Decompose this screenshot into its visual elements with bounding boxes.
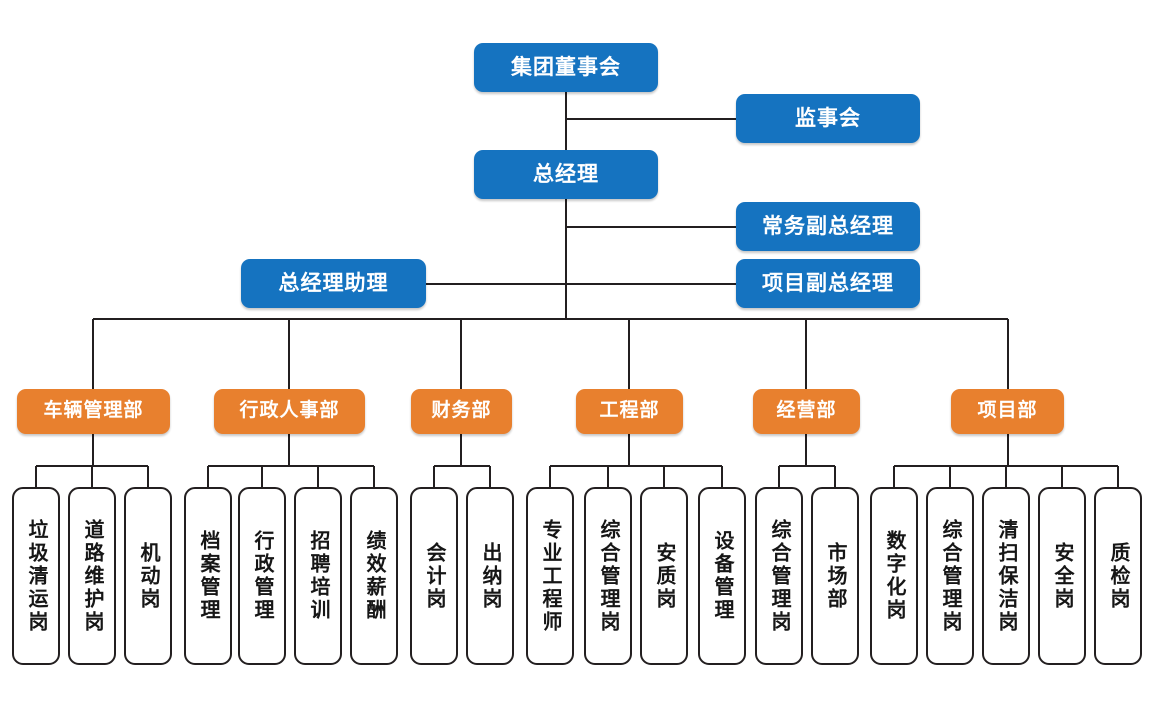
position-label: 档案管理 [197, 530, 219, 622]
position-label: 市场部 [824, 541, 846, 611]
node-position-6-2[interactable]: 综合管理岗 [926, 487, 974, 665]
node-position-4-1[interactable]: 专业工程师 [526, 487, 574, 665]
node-position-6-3[interactable]: 清扫保洁岗 [982, 487, 1030, 665]
node-position-4-2[interactable]: 综合管理岗 [584, 487, 632, 665]
node-department-4[interactable]: 工程部 [576, 389, 683, 434]
node-position-6-1[interactable]: 数字化岗 [870, 487, 918, 665]
position-label: 质检岗 [1107, 541, 1129, 611]
node-position-1-1[interactable]: 垃圾清运岗 [12, 487, 60, 665]
position-label: 综合管理岗 [768, 518, 790, 634]
node-position-1-2[interactable]: 道路维护岗 [68, 487, 116, 665]
position-label: 机动岗 [137, 541, 159, 611]
position-label: 安质岗 [653, 541, 675, 611]
position-label: 出纳岗 [479, 541, 501, 611]
node-position-6-5[interactable]: 质检岗 [1094, 487, 1142, 665]
node-department-5[interactable]: 经营部 [753, 389, 860, 434]
position-label: 会计岗 [423, 541, 445, 611]
node-project-deputy-general-manager[interactable]: 项目副总经理 [736, 259, 920, 308]
position-label: 专业工程师 [539, 518, 561, 634]
node-executive-deputy-general-manager[interactable]: 常务副总经理 [736, 202, 920, 251]
position-label: 综合管理岗 [597, 518, 619, 634]
position-label: 数字化岗 [883, 530, 905, 622]
node-department-3[interactable]: 财务部 [411, 389, 512, 434]
node-supervisory-board[interactable]: 监事会 [736, 94, 920, 143]
node-position-2-1[interactable]: 档案管理 [184, 487, 232, 665]
node-position-4-4[interactable]: 设备管理 [698, 487, 746, 665]
node-general-manager-assistant[interactable]: 总经理助理 [241, 259, 426, 308]
node-position-5-2[interactable]: 市场部 [811, 487, 859, 665]
position-label: 设备管理 [711, 530, 733, 622]
node-position-3-1[interactable]: 会计岗 [410, 487, 458, 665]
node-position-2-3[interactable]: 招聘培训 [294, 487, 342, 665]
node-department-2[interactable]: 行政人事部 [214, 389, 365, 434]
position-label: 道路维护岗 [81, 518, 103, 634]
node-department-6[interactable]: 项目部 [951, 389, 1064, 434]
position-label: 垃圾清运岗 [25, 518, 47, 634]
position-label: 招聘培训 [307, 530, 329, 622]
position-label: 综合管理岗 [939, 518, 961, 634]
node-board-of-directors[interactable]: 集团董事会 [474, 43, 658, 92]
node-position-5-1[interactable]: 综合管理岗 [755, 487, 803, 665]
node-general-manager[interactable]: 总经理 [474, 150, 658, 199]
position-label: 绩效薪酬 [363, 530, 385, 622]
position-label: 清扫保洁岗 [995, 518, 1017, 634]
position-label: 安全岗 [1051, 541, 1073, 611]
position-label: 行政管理 [251, 530, 273, 622]
node-position-2-2[interactable]: 行政管理 [238, 487, 286, 665]
node-position-3-2[interactable]: 出纳岗 [466, 487, 514, 665]
node-department-1[interactable]: 车辆管理部 [17, 389, 170, 434]
node-position-6-4[interactable]: 安全岗 [1038, 487, 1086, 665]
node-position-2-4[interactable]: 绩效薪酬 [350, 487, 398, 665]
node-position-1-3[interactable]: 机动岗 [124, 487, 172, 665]
node-position-4-3[interactable]: 安质岗 [640, 487, 688, 665]
